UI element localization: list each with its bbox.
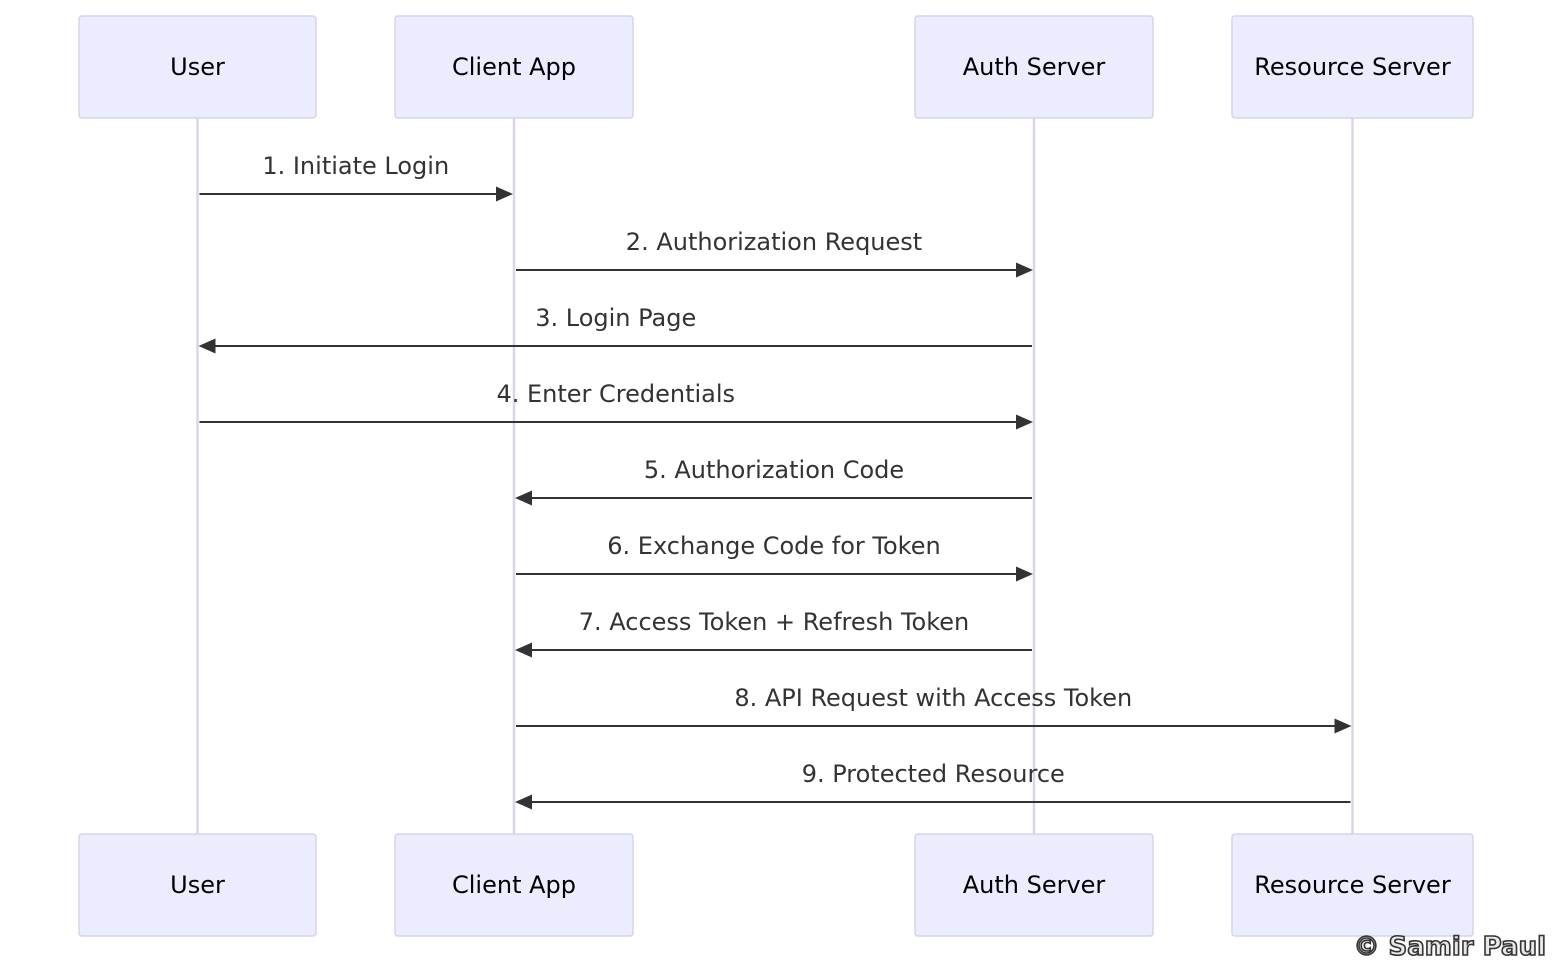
participant-label: Resource Server xyxy=(1254,871,1451,899)
lifelines xyxy=(196,118,1354,834)
arrowhead-icon xyxy=(198,338,216,354)
watermark: © Samir Paul xyxy=(1353,931,1547,963)
participants-bottom: User Client App Auth Server Resource Server xyxy=(78,833,1474,937)
message-4: 4. Enter Credentials xyxy=(199,380,1033,430)
message-8: 8. API Request with Access Token xyxy=(516,684,1352,734)
message-label: 3. Login Page xyxy=(535,304,696,332)
message-7: 7. Access Token + Refresh Token xyxy=(515,608,1032,658)
message-label: 7. Access Token + Refresh Token xyxy=(579,608,970,636)
participant-box xyxy=(1231,833,1474,937)
participant-label: Client App xyxy=(452,53,576,81)
participant-box xyxy=(394,15,634,119)
message-5: 5. Authorization Code xyxy=(515,456,1032,506)
participant-resource-top: Resource Server xyxy=(1231,15,1474,119)
participant-box xyxy=(78,833,317,937)
participant-box xyxy=(78,15,317,119)
arrowhead-icon xyxy=(1334,718,1352,734)
message-9: 9. Protected Resource xyxy=(515,760,1351,810)
participant-label: User xyxy=(170,871,225,899)
arrowhead-icon xyxy=(515,642,532,658)
participant-auth-top: Auth Server xyxy=(914,15,1154,119)
participant-client-bottom: Client App xyxy=(394,833,634,937)
participant-box xyxy=(394,833,634,937)
participant-auth-bottom: Auth Server xyxy=(914,833,1154,937)
message-2: 2. Authorization Request xyxy=(516,228,1033,278)
participant-client-top: Client App xyxy=(394,15,634,119)
participant-label: User xyxy=(170,53,225,81)
message-label: 4. Enter Credentials xyxy=(496,380,735,408)
message-label: 8. API Request with Access Token xyxy=(734,684,1132,712)
participant-label: Client App xyxy=(452,871,576,899)
message-label: 6. Exchange Code for Token xyxy=(607,532,940,560)
participant-user-bottom: User xyxy=(78,833,317,937)
participant-label: Auth Server xyxy=(963,53,1106,81)
message-label: 5. Authorization Code xyxy=(644,456,904,484)
arrowhead-icon xyxy=(1016,262,1033,278)
participant-label: Auth Server xyxy=(963,871,1106,899)
participant-box xyxy=(914,15,1154,119)
message-label: 1. Initiate Login xyxy=(262,152,449,180)
message-6: 6. Exchange Code for Token xyxy=(516,532,1033,582)
participant-user-top: User xyxy=(78,15,317,119)
participants-top: User Client App Auth Server Resource Server xyxy=(78,15,1474,119)
participant-box xyxy=(914,833,1154,937)
arrowhead-icon xyxy=(515,490,532,506)
messages: 1. Initiate Login 2. Authorization Reques… xyxy=(198,152,1352,810)
arrowhead-icon xyxy=(515,794,532,810)
message-label: 2. Authorization Request xyxy=(626,228,922,256)
participant-resource-bottom: Resource Server xyxy=(1231,833,1474,937)
arrowhead-icon xyxy=(1016,566,1033,582)
arrowhead-icon xyxy=(1016,414,1033,430)
message-label: 9. Protected Resource xyxy=(802,760,1065,788)
arrowhead-icon xyxy=(496,186,513,202)
message-1: 1. Initiate Login xyxy=(199,152,513,202)
participant-label: Resource Server xyxy=(1254,53,1451,81)
participant-box xyxy=(1231,15,1474,119)
message-3: 3. Login Page xyxy=(198,304,1032,354)
